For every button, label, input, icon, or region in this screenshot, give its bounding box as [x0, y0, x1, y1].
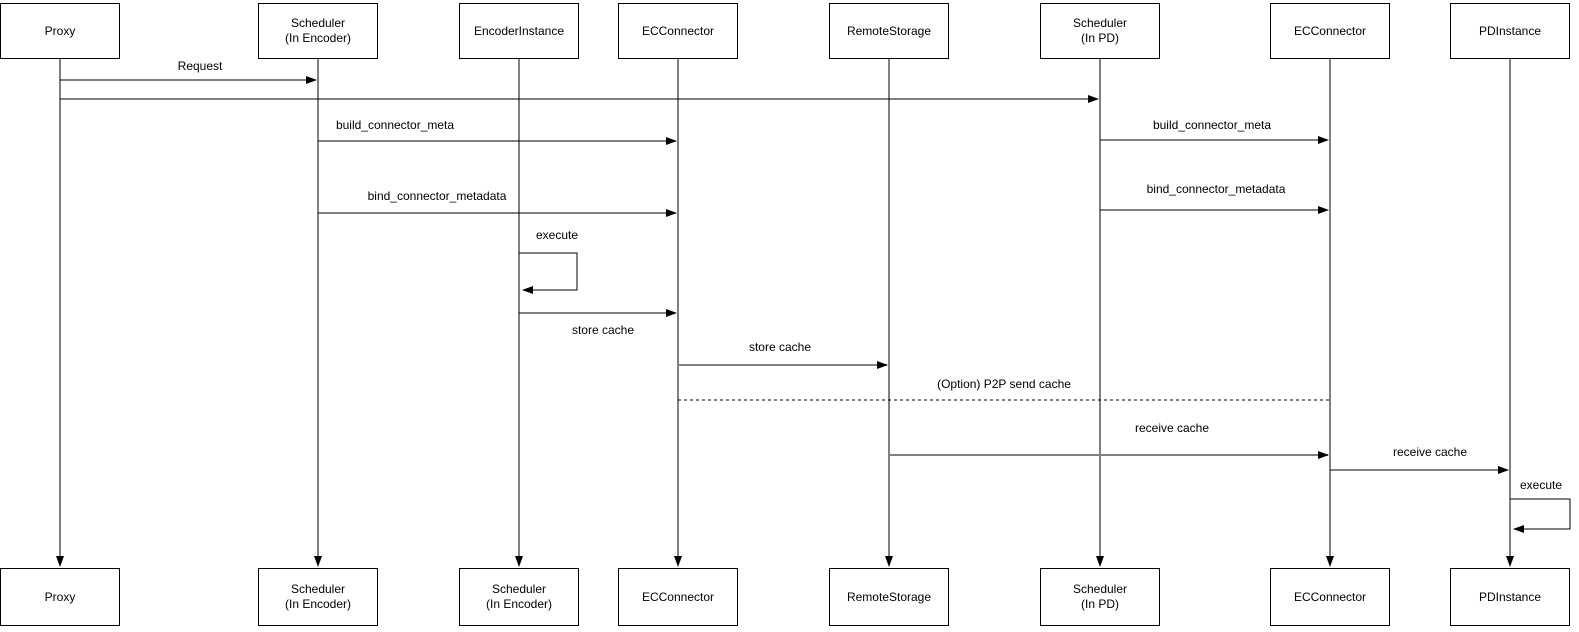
participant-bottom-proxy: Proxy	[0, 568, 120, 626]
message-label-receive-cache-pd: receive cache	[1390, 445, 1470, 459]
message-label-build-connector-meta-left: build_connector_meta	[333, 118, 457, 132]
message-label-build-connector-meta-right: build_connector_meta	[1150, 118, 1274, 132]
message-arrow-execute-self-right	[1510, 498, 1571, 533]
message-label-request: Request	[175, 59, 225, 73]
participant-top-scheduler-encoder: Scheduler (In Encoder)	[258, 3, 378, 59]
message-label-store-cache-remote: store cache	[746, 340, 814, 354]
participant-top-remote-storage: RemoteStorage	[829, 3, 949, 59]
participant-bottom-scheduler-encoder: Scheduler (In Encoder)	[258, 568, 378, 626]
message-arrow-execute-self-left	[519, 252, 578, 294]
message-label-execute-left: execute	[533, 228, 581, 242]
message-label-execute-right: execute	[1517, 478, 1565, 492]
message-label-store-cache-encoder: store cache	[569, 323, 637, 337]
participant-bottom-ecconnector-right: ECConnector	[1270, 568, 1390, 626]
participant-top-ecconnector-left: ECConnector	[618, 3, 738, 59]
message-label-bind-connector-metadata-right: bind_connector_metadata	[1144, 182, 1288, 196]
participant-top-encoder-instance: EncoderInstance	[459, 3, 579, 59]
participant-bottom-remote-storage: RemoteStorage	[829, 568, 949, 626]
message-label-receive-cache-remote: receive cache	[1132, 421, 1212, 435]
message-label-p2p-send-cache: (Option) P2P send cache	[935, 377, 1073, 391]
participant-top-pdinstance: PDInstance	[1450, 3, 1570, 59]
participant-bottom-ecconnector-left: ECConnector	[618, 568, 738, 626]
participant-top-scheduler-pd: Scheduler (In PD)	[1040, 3, 1160, 59]
participant-top-proxy: Proxy	[0, 3, 120, 59]
participant-bottom-scheduler-encoder2: Scheduler (In Encoder)	[459, 568, 579, 626]
participant-bottom-scheduler-pd: Scheduler (In PD)	[1040, 568, 1160, 626]
participant-bottom-pdinstance: PDInstance	[1450, 568, 1570, 626]
participant-top-ecconnector-right: ECConnector	[1270, 3, 1390, 59]
message-label-bind-connector-metadata-left: bind_connector_metadata	[365, 189, 509, 203]
